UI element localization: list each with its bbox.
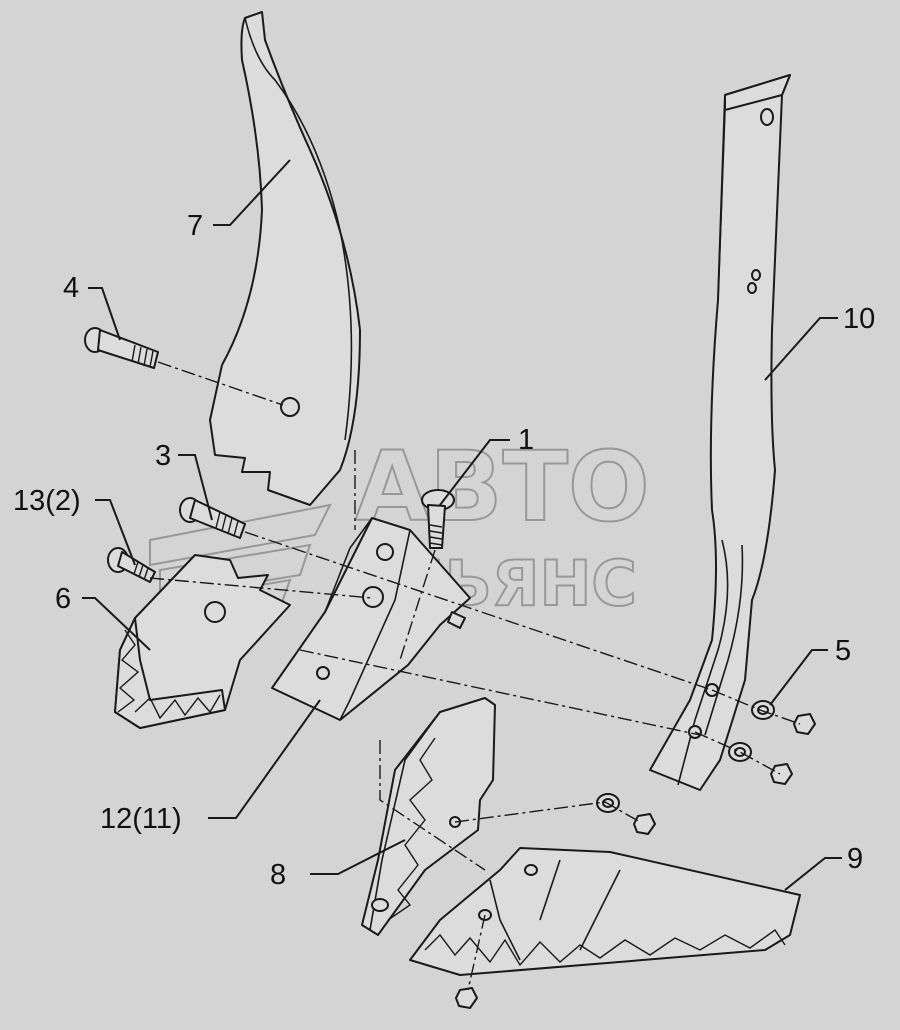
part-12-hole-top — [376, 543, 394, 561]
part-12-hole-mid — [362, 586, 384, 608]
part-9-hole-top — [524, 864, 538, 876]
fastener-4-bolt — [84, 327, 159, 369]
assembly-lines — [149, 361, 801, 991]
fastener-1-bolt — [421, 489, 455, 549]
callout-5: 5 — [835, 635, 851, 667]
callout-6: 6 — [55, 583, 71, 615]
part-12-square-hole — [447, 611, 466, 629]
callout-labels: 1 3 4 5 6 7 8 9 10 12(11) 13(2) — [13, 210, 875, 891]
callout-1: 1 — [518, 424, 534, 456]
leader-lines — [82, 159, 842, 891]
part-10-shank — [649, 74, 791, 791]
part-12-hole-low — [316, 666, 330, 680]
callout-3: 3 — [155, 440, 171, 472]
part-10-hole-a — [751, 269, 761, 281]
callout-10: 10 — [843, 303, 875, 335]
part-12-mounting-plate — [271, 517, 471, 721]
fastener-13-bolt — [107, 547, 156, 583]
fastener-3-bolt — [179, 497, 246, 539]
part-7-hole — [280, 397, 300, 417]
part-10-hole-b — [747, 282, 757, 294]
part-8-slot — [371, 898, 389, 912]
part-9-wing-share — [409, 847, 801, 976]
callout-4: 4 — [63, 272, 79, 304]
part-6-hole — [204, 601, 226, 623]
fastener-5-washers-nuts — [455, 700, 816, 1009]
callout-9: 9 — [847, 843, 863, 875]
part-10-top-hole — [760, 108, 774, 126]
part-8-wear-plate — [361, 697, 496, 936]
part-6-share-point — [114, 554, 291, 729]
callout-8: 8 — [270, 859, 286, 891]
callout-7: 7 — [187, 210, 203, 242]
callout-13-2: 13(2) — [13, 485, 81, 517]
callout-12-11: 12(11) — [100, 803, 182, 835]
watermark-line1: АВТО — [355, 431, 650, 543]
part-7-curved-shield — [209, 11, 361, 506]
